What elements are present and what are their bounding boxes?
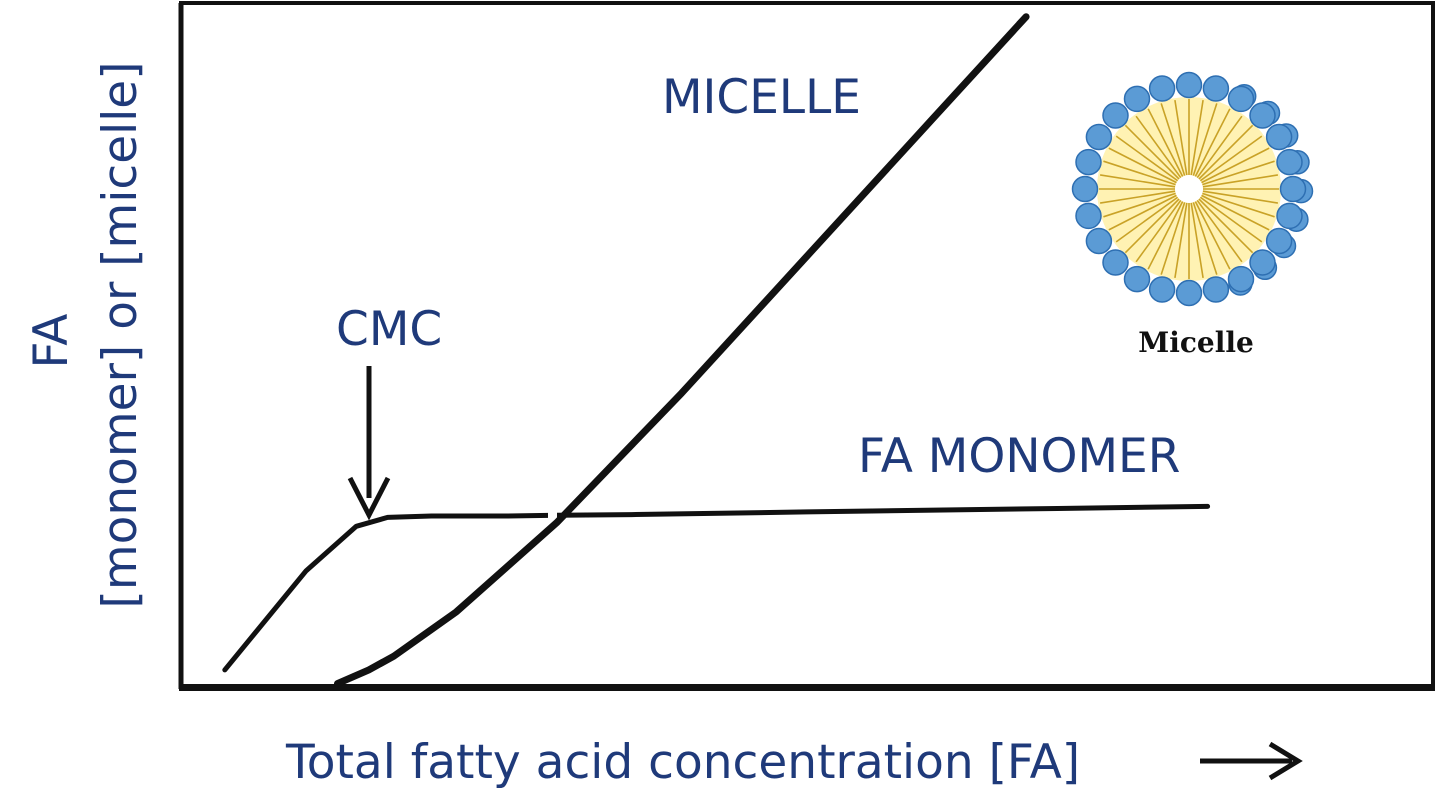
micelle-illustration-icon <box>1071 71 1314 307</box>
y-axis-label-line2: [monomer] or [micelle] <box>93 61 148 608</box>
micelle-series-label: MICELLE <box>662 70 861 125</box>
cmc-label: CMC <box>336 302 442 357</box>
micelle-illustration-caption: Micelle <box>1138 326 1254 359</box>
y-axis-label-line1: FA <box>24 314 79 369</box>
cmc-arrow-icon <box>347 366 391 521</box>
series-line-micelle <box>334 13 1030 688</box>
line-crossing-gap <box>548 510 557 528</box>
x-axis-label: Total fatty acid concentration [FA] <box>285 735 1080 790</box>
series-line-fa-monomer <box>222 503 1211 673</box>
monomer-series-label: FA MONOMER <box>858 429 1180 484</box>
x-direction-arrow-icon <box>1200 741 1303 781</box>
